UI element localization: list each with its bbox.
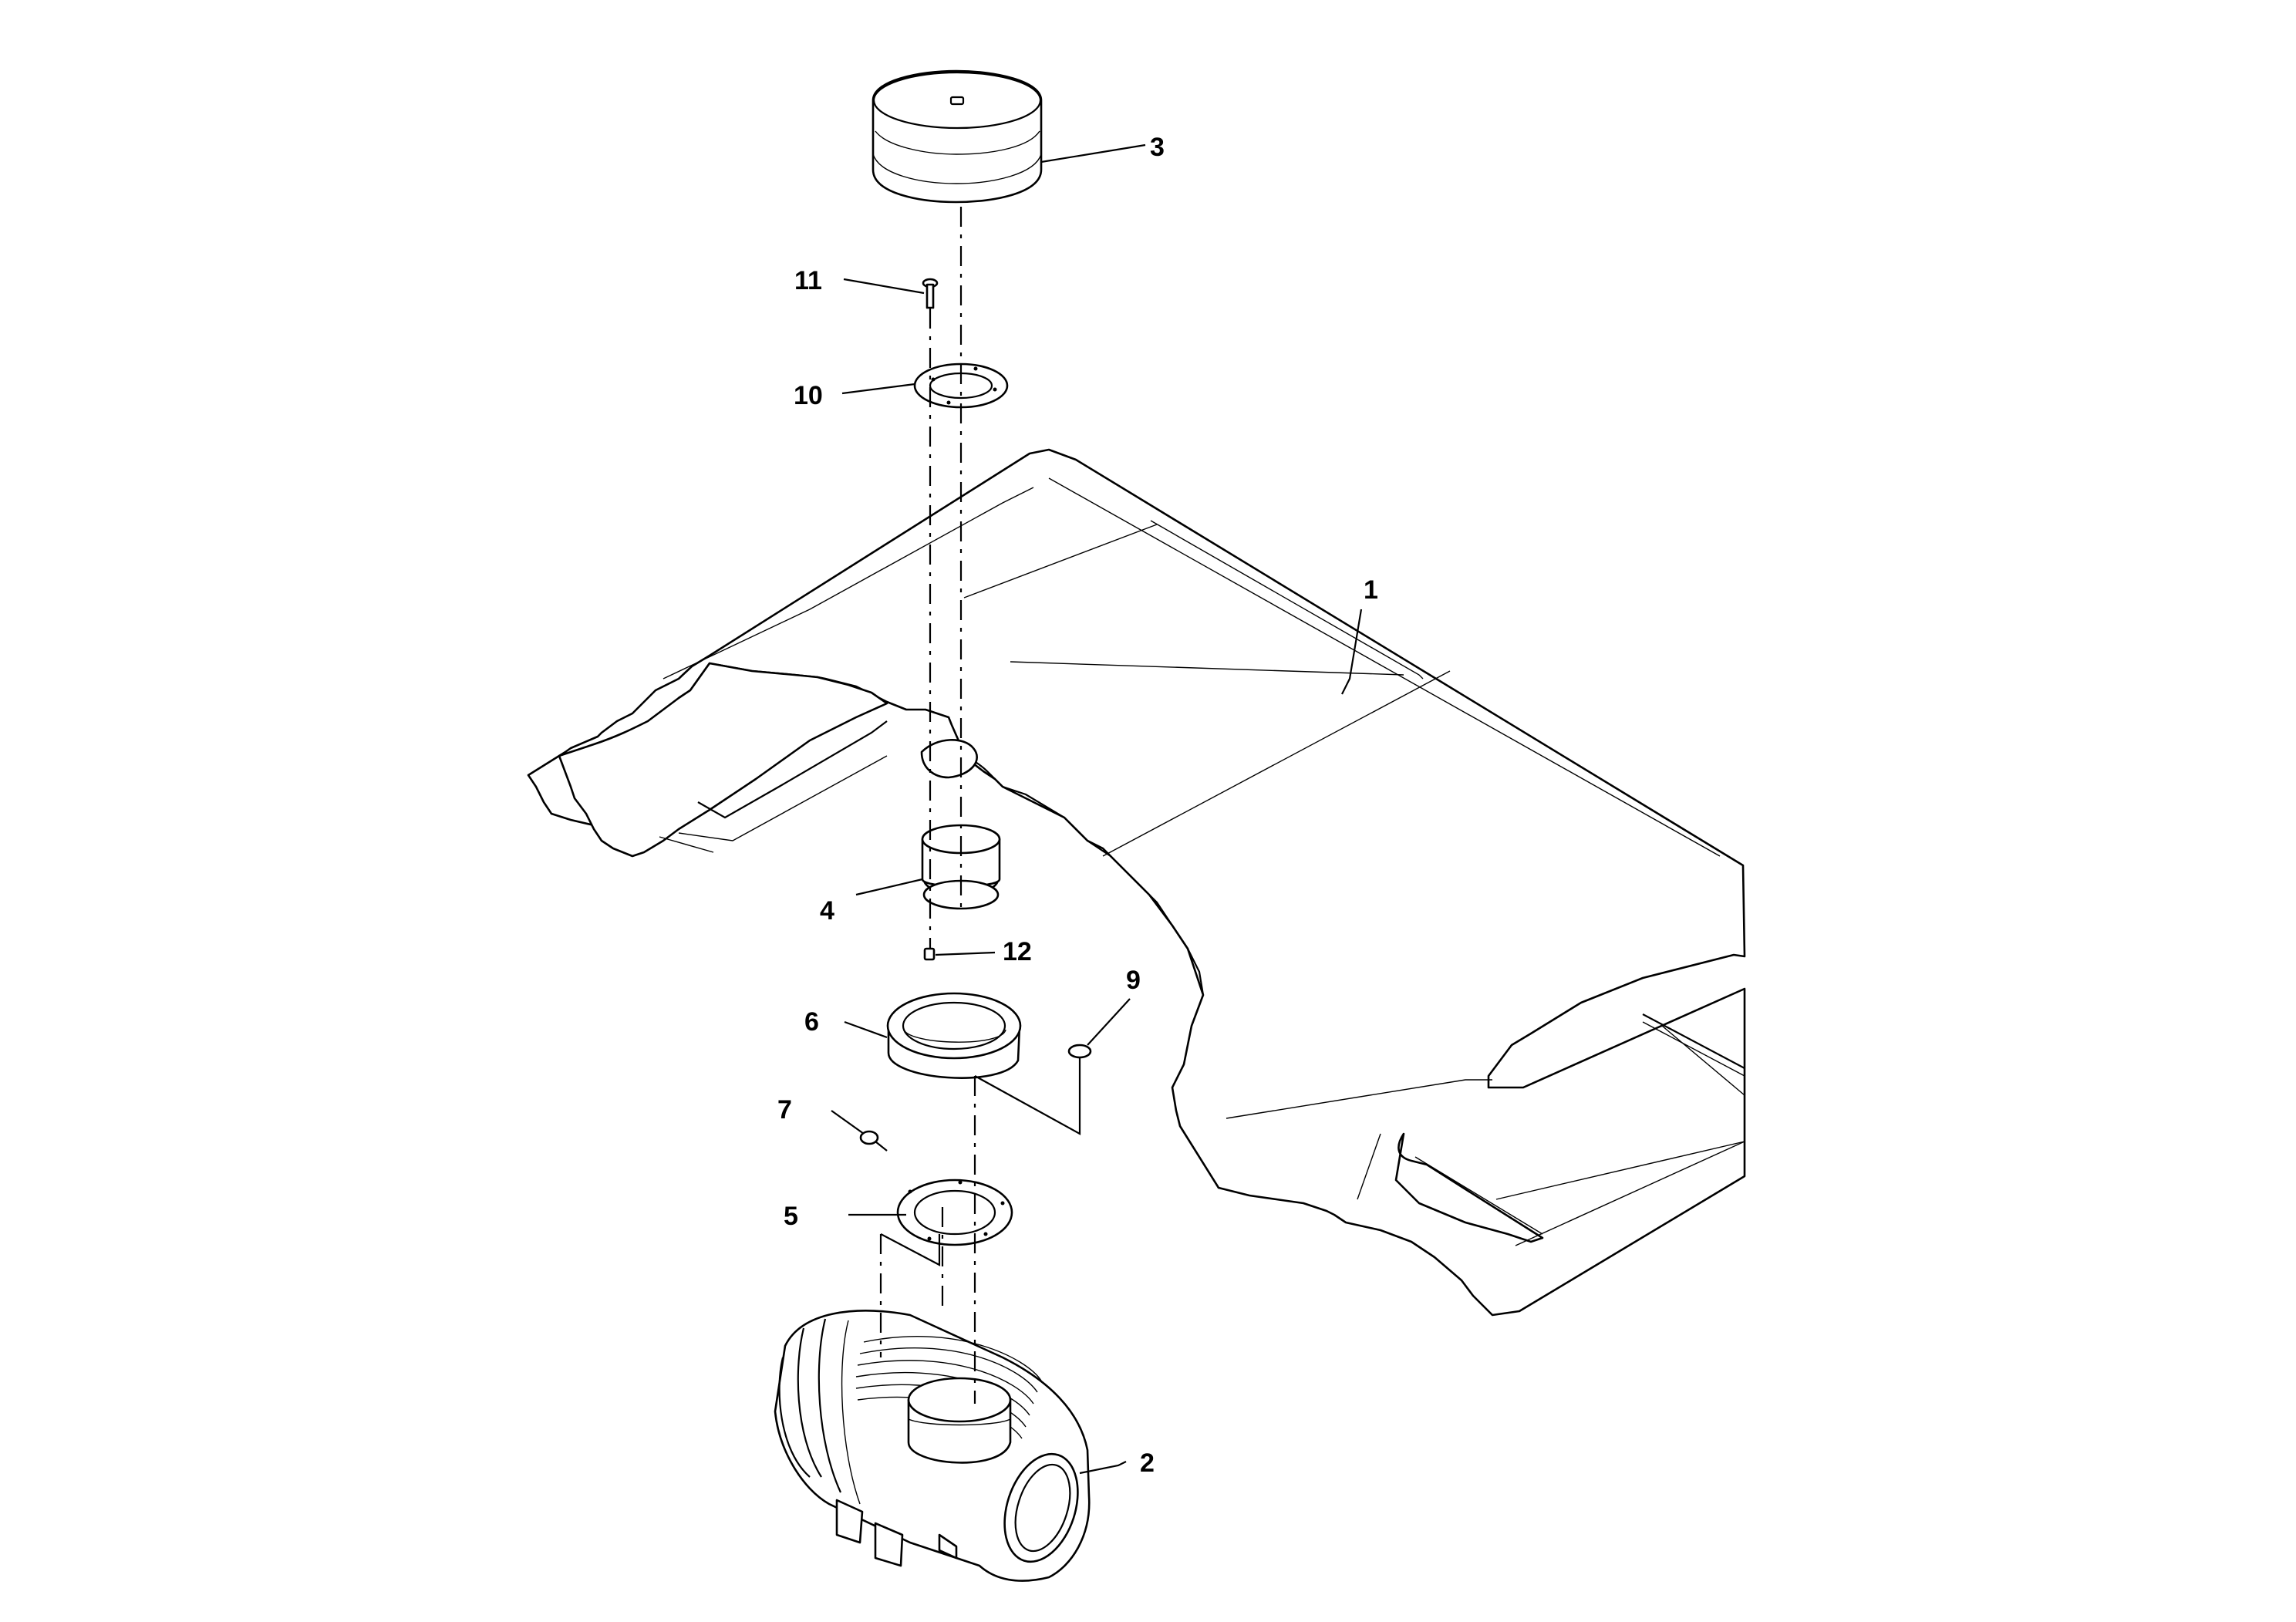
- callout-2: 2: [1140, 1448, 1155, 1478]
- bolt: [859, 1130, 888, 1152]
- nut: [923, 947, 936, 961]
- pin: [1067, 1044, 1092, 1080]
- air-filter-housing: [774, 1310, 1091, 1582]
- callout-7: 7: [777, 1095, 792, 1125]
- callout-10: 10: [794, 381, 823, 410]
- hood-panel: [527, 448, 1746, 1317]
- callout-5: 5: [784, 1202, 798, 1231]
- assembly-lines: [879, 207, 1081, 1404]
- callout-9: 9: [1126, 966, 1141, 995]
- mounting-ring: [896, 1179, 1013, 1246]
- callout-6: 6: [804, 1007, 819, 1037]
- callout-12: 12: [1003, 937, 1032, 966]
- callout-labels: 1 2 3 4 5 6 7 9 10 11 12: [777, 133, 1378, 1478]
- callout-leaders: [831, 143, 1363, 1475]
- callout-3: 3: [1150, 133, 1165, 162]
- precleaner-cap: [872, 69, 1043, 204]
- flanged-tube: [921, 824, 1001, 910]
- callout-1: 1: [1364, 575, 1378, 605]
- callout-11: 11: [794, 266, 822, 295]
- callout-4: 4: [820, 896, 834, 926]
- screw: [922, 278, 939, 309]
- rubber-collar: [886, 992, 1022, 1079]
